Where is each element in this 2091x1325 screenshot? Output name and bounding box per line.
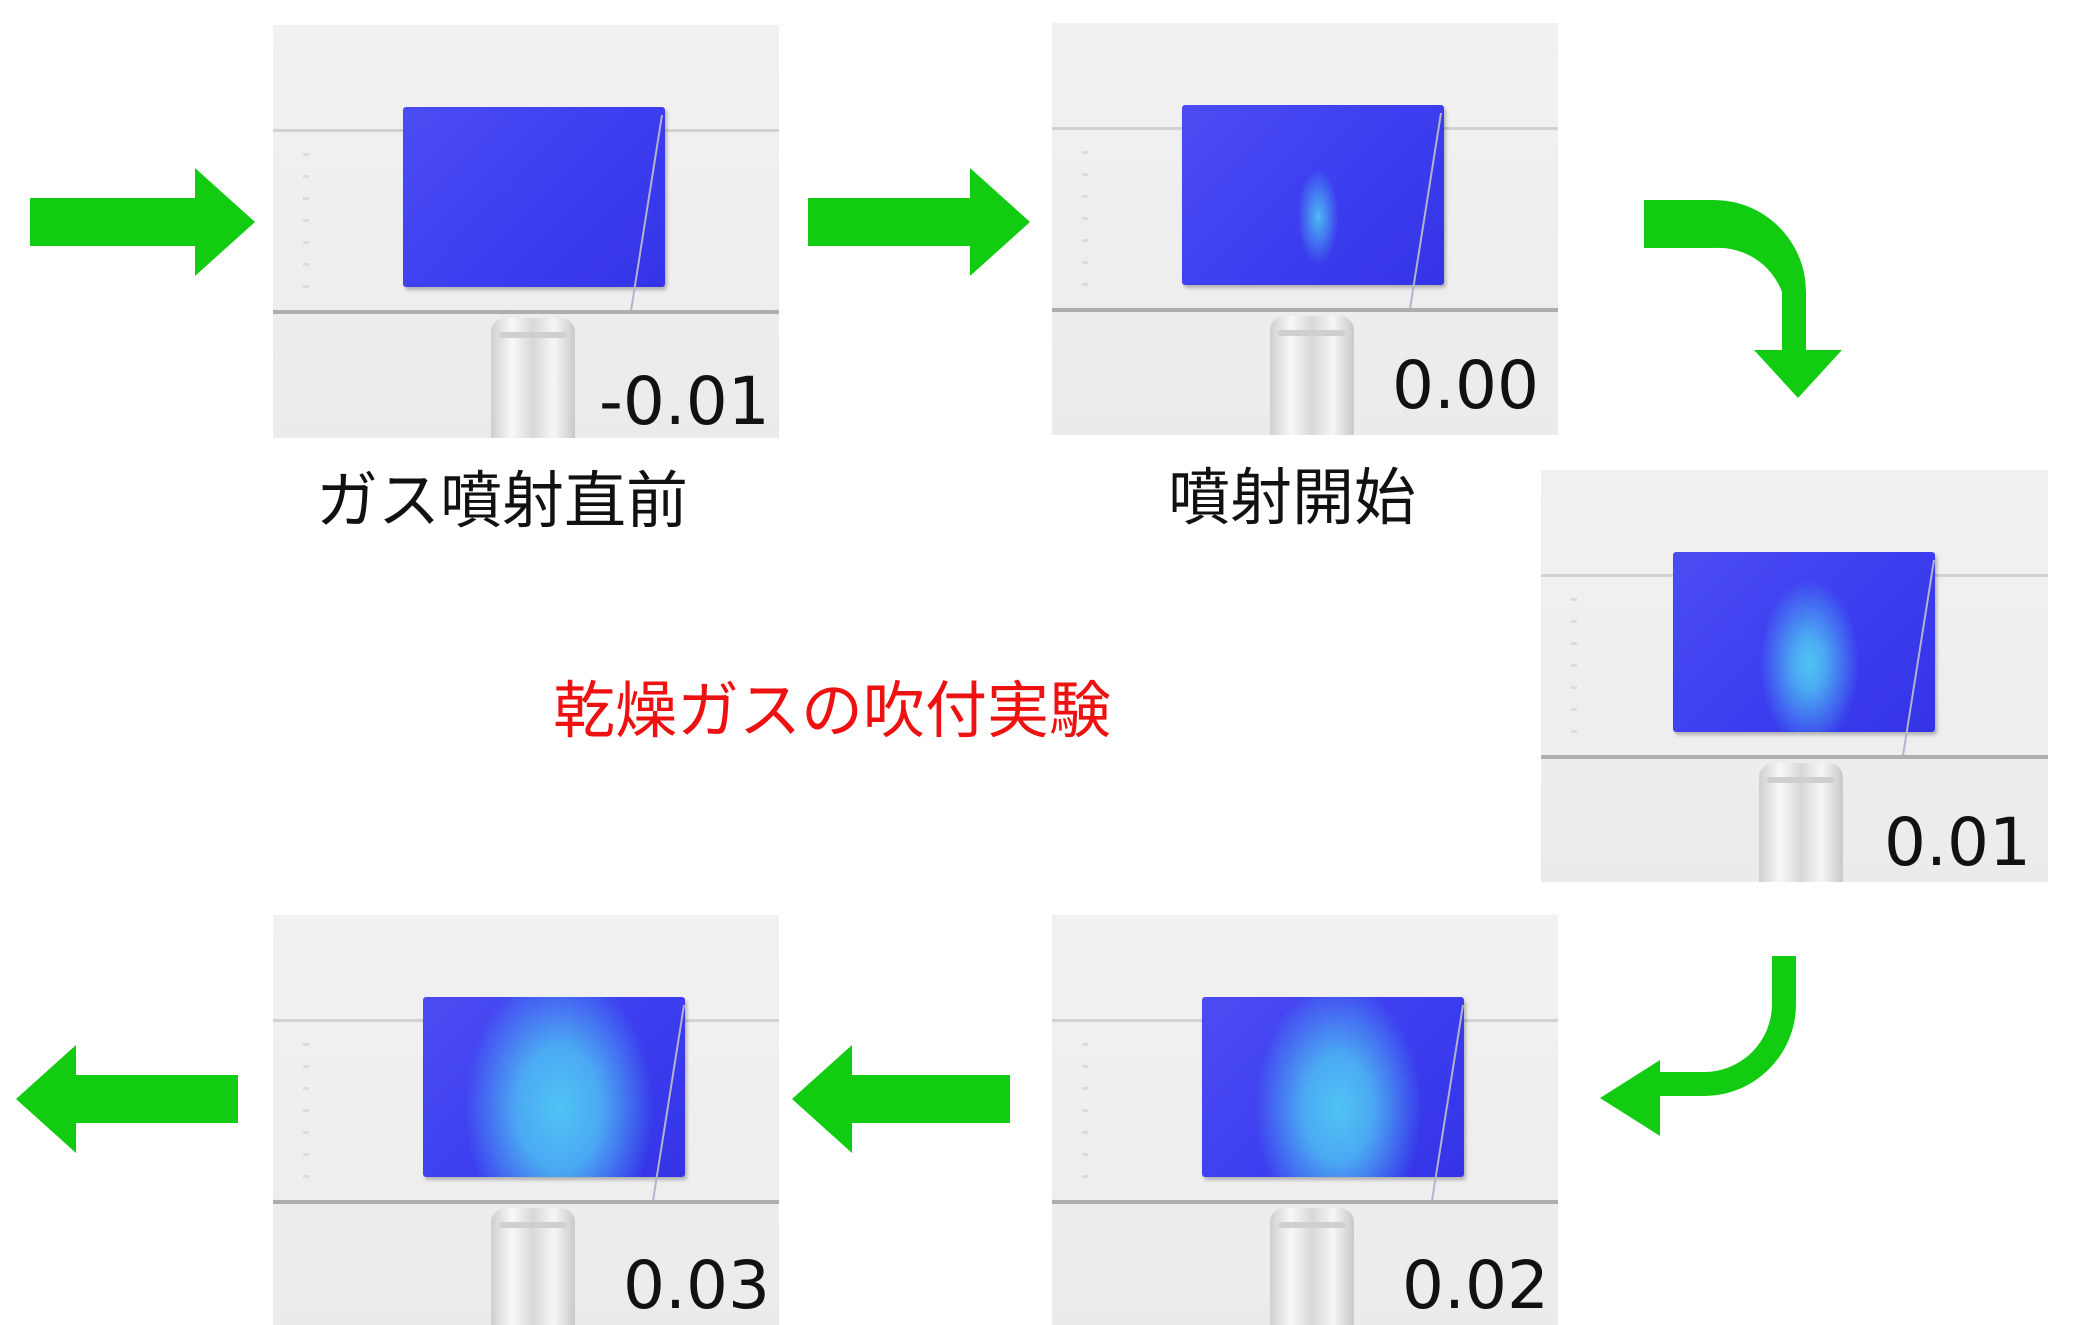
sample-plate xyxy=(1673,552,1935,732)
experiment-title: 乾燥ガスの吹付実験 xyxy=(553,674,1112,747)
time-label: -0.01 s xyxy=(599,363,779,438)
time-label: 0.02 s xyxy=(1402,1247,1558,1324)
sample-plate xyxy=(423,997,685,1177)
caption-before-injection: ガス噴射直前 xyxy=(316,464,689,537)
gas-nozzle xyxy=(1759,763,1843,882)
arrow-curve-down-icon xyxy=(1644,200,1842,398)
arrow-right-icon xyxy=(30,168,255,276)
photo-frame: 0.03 s xyxy=(273,915,779,1325)
photo-frame: -0.01 s xyxy=(273,25,779,438)
time-label: 0.01 s xyxy=(1884,804,2048,881)
gas-nozzle xyxy=(1270,1208,1354,1325)
time-label: 0.03 s xyxy=(623,1247,779,1324)
photo-frame: 0.00 s xyxy=(1052,23,1558,435)
arrow-right-icon xyxy=(808,168,1030,276)
sample-plate xyxy=(403,107,665,287)
sample-plate xyxy=(1182,105,1444,285)
gas-nozzle xyxy=(491,318,575,438)
time-label: 0.00 s xyxy=(1392,347,1558,424)
sample-plate xyxy=(1202,997,1464,1177)
arrow-curve-left-icon xyxy=(1600,956,1796,1136)
gas-nozzle xyxy=(1270,316,1354,435)
caption-injection-start: 噴射開始 xyxy=(1168,461,1417,534)
gas-nozzle xyxy=(491,1208,575,1325)
photo-frame: 0.02 s xyxy=(1052,915,1558,1325)
arrow-left-icon xyxy=(16,1045,238,1153)
photo-frame: 0.01 s xyxy=(1541,470,2048,882)
arrow-left-icon xyxy=(792,1045,1010,1153)
